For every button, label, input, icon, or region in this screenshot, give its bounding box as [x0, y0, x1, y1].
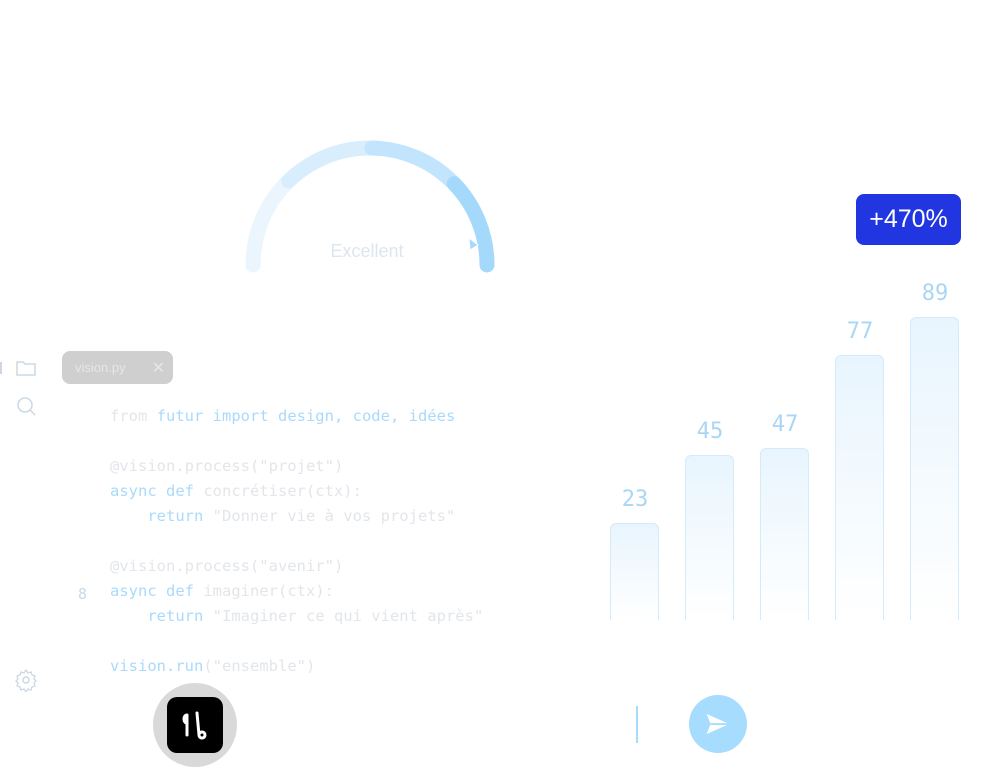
code-token: async def [110, 582, 204, 600]
code-line: @vision.process("avenir") [110, 554, 483, 579]
gauge-segment [446, 176, 495, 273]
gauge-segment [245, 176, 294, 273]
gauge-segment [281, 140, 376, 189]
code-line: return "Imaginer ce qui vient après" [110, 604, 483, 629]
code-token: @vision.process("avenir") [110, 557, 344, 575]
code-token: ("ensemble") [203, 657, 316, 675]
score-gauge [245, 140, 495, 273]
code-token: from [110, 407, 157, 425]
code-token: imaginer(ctx): [203, 582, 334, 600]
send-button[interactable] [689, 695, 747, 753]
code-token: "Imaginer ce qui vient après" [212, 607, 484, 625]
bar-value-label: 23 [621, 487, 649, 513]
code-line: @vision.process("projet") [110, 454, 483, 479]
tab-label: vision.py [75, 360, 126, 375]
code-token: return [110, 507, 213, 525]
close-tab-icon[interactable]: ✕ [151, 359, 165, 377]
bar [835, 354, 884, 620]
bar [685, 454, 734, 620]
logo-icon [167, 697, 223, 753]
bar-value-label: 89 [921, 281, 949, 307]
bar-value-label: 77 [846, 318, 874, 344]
code-line: async def concrétiser(ctx): [110, 479, 483, 504]
code-token: @vision.process("projet") [110, 457, 344, 475]
bar-value-label: 45 [696, 418, 724, 444]
text-cursor [636, 706, 638, 743]
code-line [110, 429, 483, 454]
code-token: concrétiser(ctx): [203, 482, 362, 500]
code-line: return "Donner vie à vos projets" [110, 504, 483, 529]
code-line: async def imaginer(ctx): [110, 579, 483, 604]
code-line [110, 529, 483, 554]
gauge-pointer-icon [468, 236, 479, 251]
app-logo-button[interactable] [153, 683, 237, 767]
code-token: async def [110, 482, 204, 500]
code-line: vision.run("ensemble") [110, 654, 483, 679]
search-icon[interactable] [14, 394, 38, 418]
code-line: from futur import design, code, idées [110, 404, 483, 429]
code-token: vision.run [110, 657, 204, 675]
bar [760, 448, 809, 620]
code-token: "Donner vie à vos projets" [212, 507, 456, 525]
send-icon [706, 714, 730, 734]
gauge-segment [364, 140, 459, 189]
code-token: futur import design, code, idées [156, 407, 456, 425]
bar [610, 523, 659, 620]
folder-icon[interactable] [14, 356, 38, 380]
line-number: 8 [78, 585, 88, 603]
code-line [110, 629, 483, 654]
gauge-label: Excellent [330, 241, 404, 261]
code-editor[interactable]: from futur import design, code, idées @vi… [110, 404, 483, 679]
sidebar-active-indicator [0, 362, 2, 374]
bar-value-label: 47 [771, 412, 799, 438]
settings-gear-icon[interactable] [14, 668, 38, 692]
growth-badge: +470% [856, 194, 961, 245]
bar [910, 317, 959, 620]
code-token: return [110, 607, 213, 625]
tab-vision-py[interactable]: vision.py ✕ [62, 351, 173, 384]
